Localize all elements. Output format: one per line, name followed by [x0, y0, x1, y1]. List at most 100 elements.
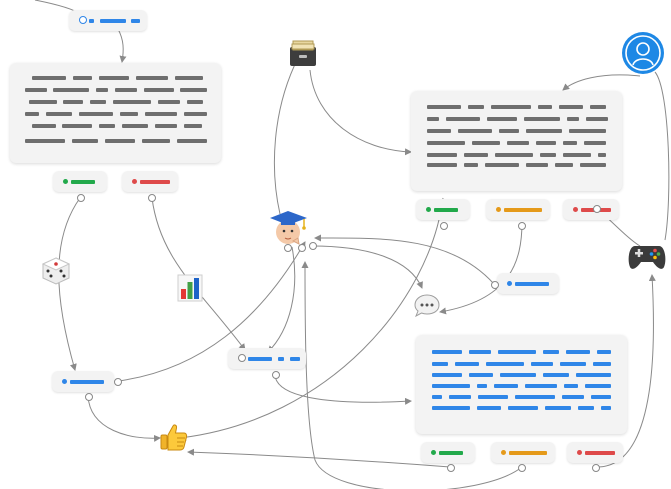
graduate-student-icon[interactable]	[267, 208, 311, 248]
port[interactable]	[298, 244, 306, 252]
text-placeholder	[63, 100, 83, 104]
text-placeholder	[526, 163, 548, 167]
text-placeholder	[140, 180, 170, 184]
text-placeholder	[136, 76, 168, 80]
option-orange-top-right[interactable]	[486, 199, 550, 220]
status-dot	[573, 207, 578, 212]
text-placeholder	[89, 19, 94, 23]
port[interactable]	[284, 244, 292, 252]
text-placeholder	[25, 112, 39, 116]
text-placeholder	[495, 153, 533, 157]
start-node[interactable]	[69, 10, 147, 31]
text-placeholder	[485, 163, 519, 167]
text-placeholder	[175, 76, 203, 80]
text-placeholder	[432, 395, 442, 399]
note-card-top-left[interactable]	[10, 63, 221, 163]
text-placeholder	[498, 350, 536, 354]
file-cabinet-icon[interactable]	[287, 38, 319, 68]
text-placeholder	[515, 395, 555, 399]
text-placeholder	[538, 105, 552, 109]
port[interactable]	[272, 371, 280, 379]
text-placeholder	[144, 88, 174, 92]
action-node-mid-center[interactable]	[228, 348, 306, 369]
note-card-bottom-right[interactable]	[416, 335, 627, 434]
action-node-mid-right[interactable]	[497, 273, 559, 294]
option-orange-bottom-right[interactable]	[491, 442, 555, 463]
status-dot	[501, 450, 506, 455]
port[interactable]	[148, 194, 156, 202]
text-placeholder	[73, 76, 92, 80]
port[interactable]	[309, 242, 317, 250]
text-placeholder	[458, 129, 492, 133]
text-placeholder	[464, 163, 478, 167]
text-placeholder	[427, 117, 439, 121]
text-placeholder	[593, 362, 611, 366]
text-placeholder	[563, 141, 577, 145]
speech-bubble-icon[interactable]	[413, 293, 441, 319]
text-placeholder	[46, 112, 72, 116]
text-placeholder	[531, 362, 553, 366]
text-placeholder	[477, 384, 487, 388]
text-placeholder	[472, 141, 500, 145]
port[interactable]	[114, 378, 122, 386]
text-placeholder	[566, 350, 590, 354]
status-dot	[62, 379, 67, 384]
option-red-bottom-right[interactable]	[567, 442, 623, 463]
text-placeholder	[509, 451, 547, 455]
text-placeholder	[477, 406, 501, 410]
status-dot	[426, 207, 431, 212]
text-placeholder	[439, 451, 463, 455]
dice-icon[interactable]	[41, 256, 71, 286]
text-placeholder	[584, 141, 606, 145]
start-ring	[79, 16, 87, 24]
text-placeholder	[432, 373, 462, 377]
status-dot	[507, 281, 512, 286]
port[interactable]	[518, 464, 526, 472]
text-placeholder	[100, 19, 126, 23]
port-ring	[238, 354, 246, 362]
option-green-top-left[interactable]	[53, 171, 107, 192]
text-placeholder	[427, 129, 451, 133]
text-placeholder	[464, 153, 488, 157]
action-node-left[interactable]	[52, 371, 114, 392]
game-controller-icon[interactable]	[627, 240, 667, 272]
port[interactable]	[85, 393, 93, 401]
port[interactable]	[440, 222, 448, 230]
option-green-top-right[interactable]	[416, 199, 470, 220]
port[interactable]	[447, 464, 455, 472]
thumbs-up-icon[interactable]	[159, 422, 189, 452]
user-avatar-icon[interactable]	[622, 32, 664, 74]
text-placeholder	[586, 117, 608, 121]
option-red-top-left[interactable]	[122, 171, 178, 192]
text-placeholder	[508, 406, 538, 410]
text-placeholder	[526, 129, 562, 133]
port[interactable]	[77, 194, 85, 202]
text-placeholder	[29, 100, 57, 104]
port[interactable]	[491, 281, 499, 289]
port[interactable]	[518, 222, 526, 230]
text-placeholder	[478, 395, 508, 399]
option-red-top-right[interactable]	[563, 199, 619, 220]
status-dot	[132, 179, 137, 184]
text-placeholder	[122, 124, 148, 128]
note-card-top-right[interactable]	[411, 91, 622, 191]
text-placeholder	[449, 395, 471, 399]
text-placeholder	[115, 88, 137, 92]
option-green-bottom-right[interactable]	[421, 442, 475, 463]
text-placeholder	[491, 105, 531, 109]
text-placeholder	[469, 373, 493, 377]
text-placeholder	[515, 282, 549, 286]
bar-chart-icon[interactable]	[177, 274, 203, 302]
text-placeholder	[32, 124, 56, 128]
text-placeholder	[25, 88, 47, 92]
port[interactable]	[593, 205, 601, 213]
text-placeholder	[540, 153, 556, 157]
text-placeholder	[585, 384, 611, 388]
text-placeholder	[569, 129, 606, 133]
text-placeholder	[432, 384, 470, 388]
status-dot	[431, 450, 436, 455]
text-placeholder	[524, 117, 560, 121]
text-placeholder	[79, 112, 113, 116]
text-placeholder	[105, 139, 135, 143]
port[interactable]	[592, 464, 600, 472]
